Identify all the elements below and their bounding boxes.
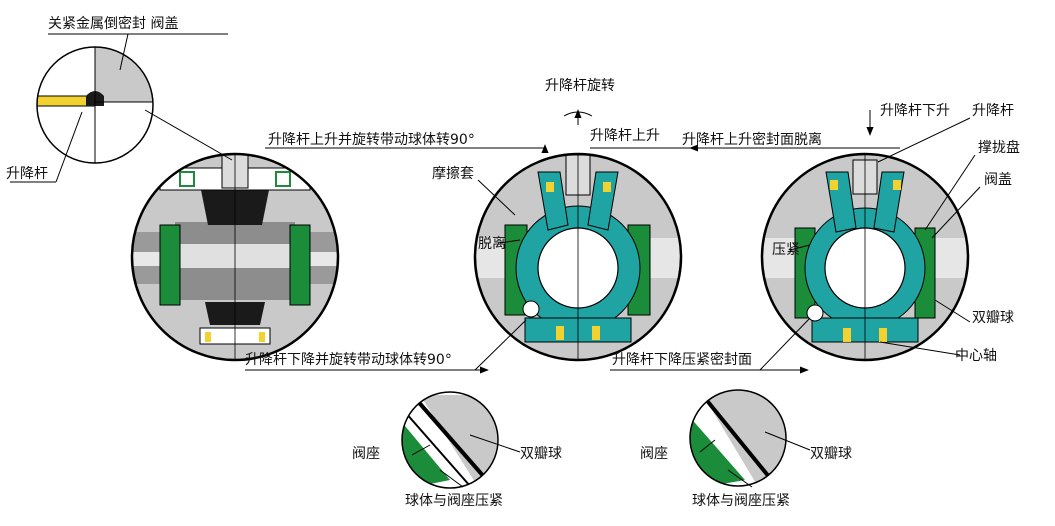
label-center-shaft: 中心轴	[955, 348, 997, 364]
valve-left-section	[130, 152, 340, 362]
seat-detail-right	[689, 389, 787, 487]
label-metal-backseat-bonnet: 关紧金属倒密封 阀盖	[48, 15, 178, 32]
label-double-ball: 双瓣球	[972, 310, 1014, 326]
label-seat-left: 阀座	[352, 446, 380, 462]
label-stem-down-press: 升降杆下降压紧密封面	[612, 351, 752, 368]
label-caption-right: 球体与阀座压紧	[692, 493, 790, 509]
label-ball-right: 双瓣球	[810, 446, 852, 462]
valve-middle-section	[473, 152, 683, 362]
label-stem-up-rotate: 升降杆上升并旋转带动球体转90°	[268, 132, 475, 148]
label-stem-up: 升降杆上升	[590, 128, 660, 144]
label-press: 压紧	[772, 242, 800, 258]
leader-lines	[10, 33, 981, 488]
diagram-labels: 关紧金属倒密封 阀盖 升降杆 升降杆上升并旋转带动球体转90° 升降杆下降并旋转…	[6, 15, 1020, 509]
label-detach: 脱离	[478, 235, 506, 252]
label-stem-left: 升降杆	[6, 166, 48, 182]
label-brace-disk: 撑拢盘	[978, 139, 1020, 156]
label-stem-up-seal-detach: 升降杆上升密封面脱离	[682, 131, 822, 148]
label-ball-left: 双瓣球	[520, 446, 562, 462]
label-stem-down: 升降杆下升	[880, 103, 950, 119]
seat-detail-left	[401, 391, 499, 489]
label-caption-left: 球体与阀座压紧	[405, 493, 503, 509]
label-stem-rotate: 升降杆旋转	[545, 78, 615, 94]
label-bonnet: 阀盖	[984, 172, 1012, 188]
valve-right-section	[760, 152, 970, 362]
label-friction-sleeve: 摩擦套	[432, 165, 474, 182]
label-stem-right: 升降杆	[972, 103, 1014, 119]
label-seat-right: 阀座	[640, 446, 668, 462]
label-stem-down-rotate: 升降杆下降并旋转带动球体转90°	[245, 352, 452, 368]
zoom-detail-topleft	[36, 46, 154, 164]
